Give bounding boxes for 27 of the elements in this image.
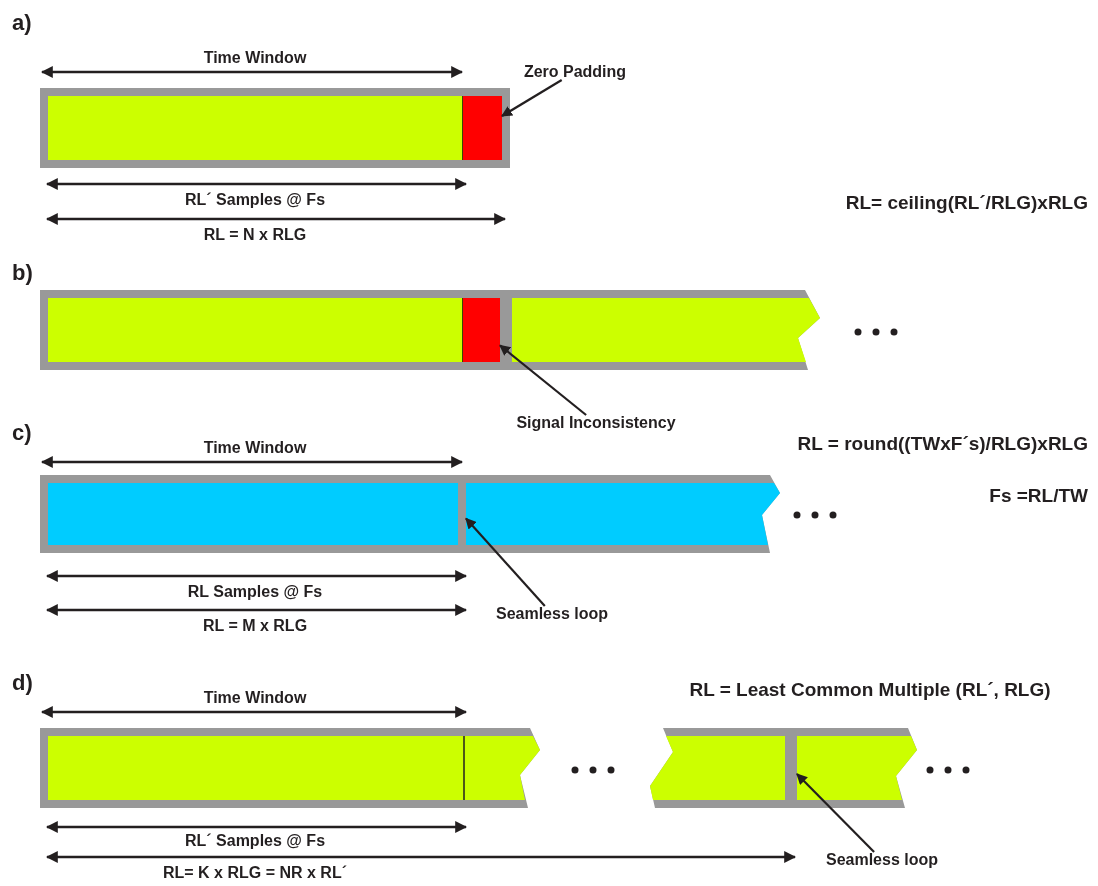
callout-label: Zero Padding [523,64,627,80]
panel-label: b) [12,262,33,284]
callout-label: Seamless loop [496,606,608,622]
formula: RL = round((TWxF´s)/RLG)xRLG [797,434,1088,453]
dimension-label: RL= K x RLG = NR x RL´ [163,865,347,881]
dimension-label: RL´ Samples @ Fs [184,192,326,208]
dimension-label: RL = M x RLG [202,618,308,634]
callout-label: Seamless loop [826,852,938,868]
panel-label: d) [12,672,33,694]
formula: RL= ceiling(RL´/RLG)xRLG [845,193,1088,212]
leader-line [499,344,587,416]
padding-block [462,298,500,362]
dimension-label: RL´ Samples @ Fs [184,833,326,849]
callout-label: Signal Inconsistency [516,415,676,431]
padding-block [462,96,502,160]
panel-label: a) [12,12,32,34]
leader-line [501,79,563,117]
panel-label: c) [12,422,32,444]
leader-line [465,517,546,607]
dimension-label: RL = N x RLG [203,227,307,243]
dimension-label: Time Window [203,440,307,456]
dimension-label: Time Window [203,50,307,66]
leader-line [796,773,875,853]
dimension-label: Time Window [203,690,307,706]
formula: RL = Least Common Multiple (RL´, RLG) [689,680,1051,699]
formula: Fs =RL/TW [989,486,1088,505]
dimension-label: RL Samples @ Fs [187,584,323,600]
